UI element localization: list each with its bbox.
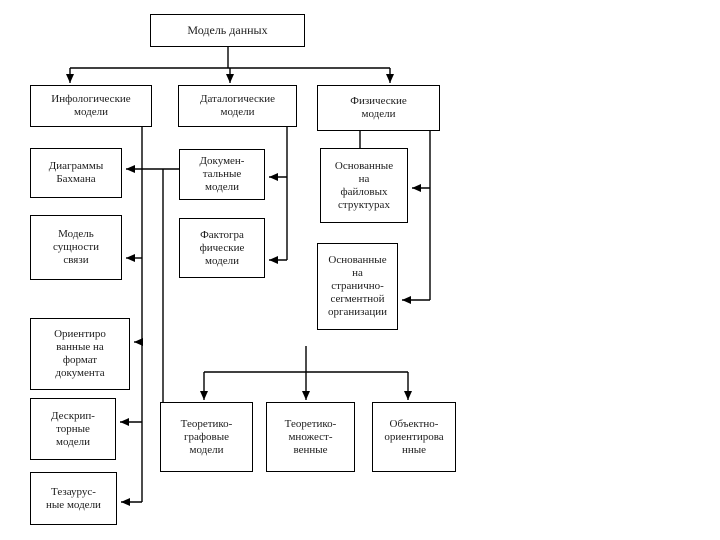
node-factographic-models: Фактогра фические модели: [179, 218, 265, 278]
node-data-model: Модель данных: [150, 14, 305, 47]
node-label: Физические модели: [350, 95, 407, 120]
node-theoretic-set-models: Теоретико- множест- венные: [266, 402, 355, 472]
node-label: Модель сущности связи: [53, 228, 99, 266]
node-bachman-diagrams: Диаграммы Бахмана: [30, 148, 122, 198]
node-label: Дескрип- торные модели: [51, 409, 95, 448]
node-label: Тезаурус- ные модели: [46, 485, 101, 511]
node-theoretic-graph-models: Теоретико- графовые модели: [160, 402, 253, 472]
node-physical-models: Физические модели: [317, 85, 440, 131]
node-thesaurus-models: Тезаурус- ные модели: [30, 472, 117, 525]
node-entity-relationship-model: Модель сущности связи: [30, 215, 122, 280]
node-label: Основанные на странично- сегментной орга…: [327, 254, 388, 318]
node-descriptor-models: Дескрип- торные модели: [30, 398, 116, 460]
node-object-oriented-models: Объектно- ориентирова нные: [372, 402, 456, 472]
node-label: Инфологические модели: [51, 93, 131, 118]
node-label: Фактогра фические модели: [199, 228, 245, 267]
node-label: Объектно- ориентирова нные: [384, 417, 444, 456]
node-label: Теоретико- графовые модели: [180, 417, 233, 456]
node-label: Модель данных: [187, 23, 268, 37]
node-datalogical-models: Даталогические модели: [178, 85, 297, 127]
node-label: Докумен- тальные модели: [199, 155, 245, 193]
node-infological-models: Инфологические модели: [30, 85, 152, 127]
node-label: Даталогические модели: [199, 93, 276, 118]
node-label: Теоретико- множест- венные: [284, 417, 337, 456]
node-page-segment-based: Основанные на странично- сегментной орга…: [317, 243, 398, 330]
node-documental-models: Докумен- тальные модели: [179, 149, 265, 200]
node-label: Основанные на файловых структурах: [334, 159, 394, 211]
node-file-structure-based: Основанные на файловых структурах: [320, 148, 408, 223]
node-label: Диаграммы Бахмана: [48, 160, 104, 185]
node-label: Ориентиро ванные на формат документа: [54, 328, 106, 379]
node-document-format-oriented: Ориентиро ванные на формат документа: [30, 318, 130, 390]
